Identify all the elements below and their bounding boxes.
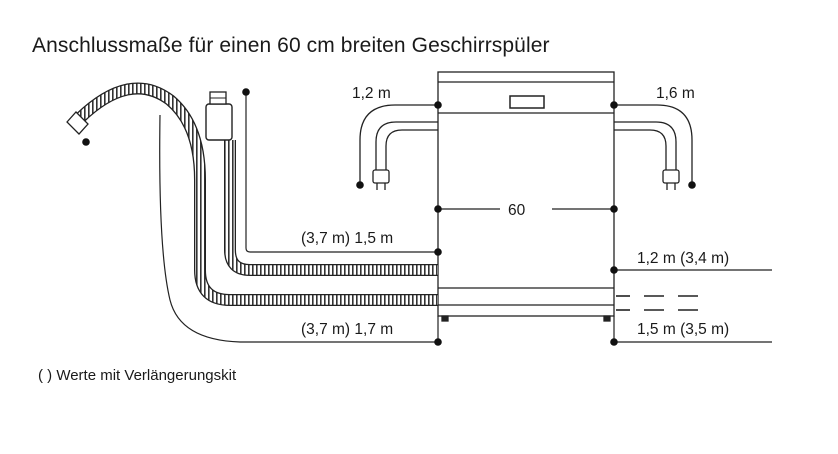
label-water-supply: (3,7 m) 1,5 m [301, 230, 393, 247]
right-side-lines [437, 208, 772, 343]
power-cable-left [359, 104, 438, 190]
label-power-left: 1,2 m [352, 85, 391, 102]
measurement-points [82, 88, 696, 346]
label-right-upper: 1,2 m (3,4 m) [637, 250, 729, 267]
label-power-right: 1,6 m [656, 85, 695, 102]
label-drain-left: (3,7 m) 1,7 m [301, 321, 393, 338]
power-cable-right [614, 104, 693, 190]
water-supply-hose [205, 91, 438, 276]
label-width: 60 [508, 202, 526, 219]
diagram-title: Anschlussmaße für einen 60 cm breiten Ge… [32, 34, 550, 57]
footnote: ( ) Werte mit Verlängerungskit [38, 367, 237, 384]
dishwasher-body [437, 71, 615, 322]
label-right-lower: 1,5 m (3,5 m) [637, 321, 729, 338]
drain-hose [66, 82, 438, 343]
